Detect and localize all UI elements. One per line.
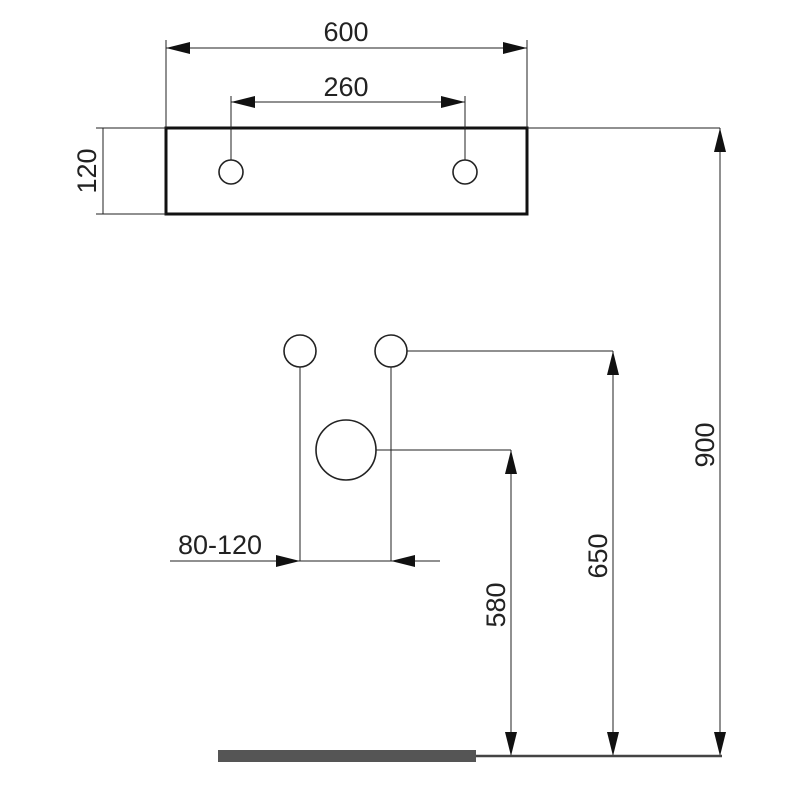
supply-pipe-right: [374, 334, 408, 368]
dimension-label-basin-width: 600: [323, 17, 368, 47]
dimension-basin-width: 600: [165, 17, 528, 128]
dimension-label-supply-height: 650: [583, 533, 613, 578]
waste-outlet: [315, 419, 377, 481]
floor-slab: [218, 750, 476, 762]
dimension-label-supply-spacing: 80-120: [178, 530, 262, 560]
dimension-supply-height: 650: [407, 350, 619, 756]
dimension-basin-height: 900: [527, 127, 726, 756]
supply-pipe-left: [283, 334, 317, 368]
dimension-waste-height: 580: [376, 449, 517, 756]
dimension-label-tap-spacing: 260: [323, 72, 368, 102]
dimension-supply-spacing: 80-120: [170, 367, 440, 567]
dimension-label-waste-height: 580: [481, 582, 511, 627]
tap-hole-left: [218, 159, 244, 185]
dimension-basin-depth: 120: [72, 127, 166, 215]
dimension-label-basin-height: 900: [690, 422, 720, 467]
dimension-label-basin-depth: 120: [72, 148, 102, 193]
dimension-tap-spacing: 260: [230, 72, 466, 160]
tap-hole-right: [452, 159, 478, 185]
